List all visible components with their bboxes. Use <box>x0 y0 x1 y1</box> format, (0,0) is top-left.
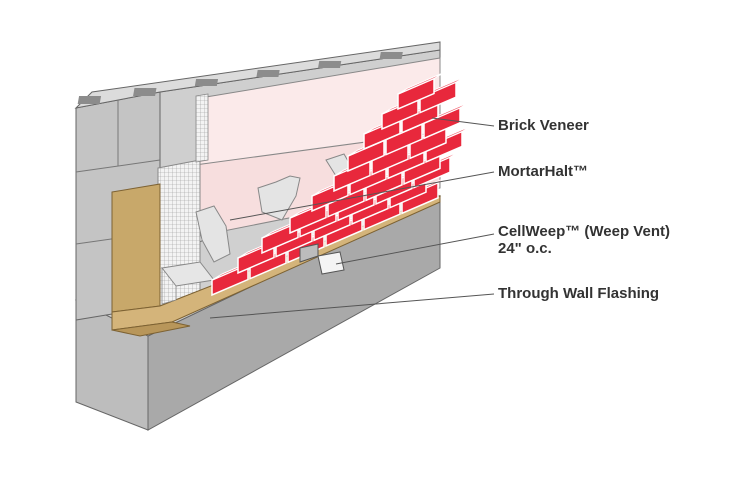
leader-flashing <box>209 293 495 319</box>
label-mortarhalt: MortarHalt™ <box>498 163 588 180</box>
label-flashing: Through Wall Flashing <box>498 285 659 302</box>
leader-cellweep <box>335 233 495 265</box>
cellweep-vent <box>299 243 345 275</box>
flashing-text: Through Wall Flashing <box>498 285 660 302</box>
brick-course-top <box>397 72 445 95</box>
cellweep-text-line2: 24" o.c. <box>498 240 552 257</box>
brick-veneer <box>211 72 473 297</box>
label-brick-veneer: Brick Veneer <box>498 117 589 134</box>
leader-mortarhalt <box>229 171 495 221</box>
mortarhalt-mesh <box>161 153 353 305</box>
leader-brick-veneer <box>431 117 495 127</box>
label-cellweep: CellWeep™ (Weep Vent) 24" o.c. <box>498 223 670 257</box>
cellweep-text-line1: CellWeep™ (Weep Vent) <box>498 223 670 240</box>
brick-veneer-text: Brick Veneer <box>498 117 589 134</box>
mortarhalt-text: MortarHalt™ <box>498 163 589 180</box>
leader-lines <box>209 117 495 319</box>
